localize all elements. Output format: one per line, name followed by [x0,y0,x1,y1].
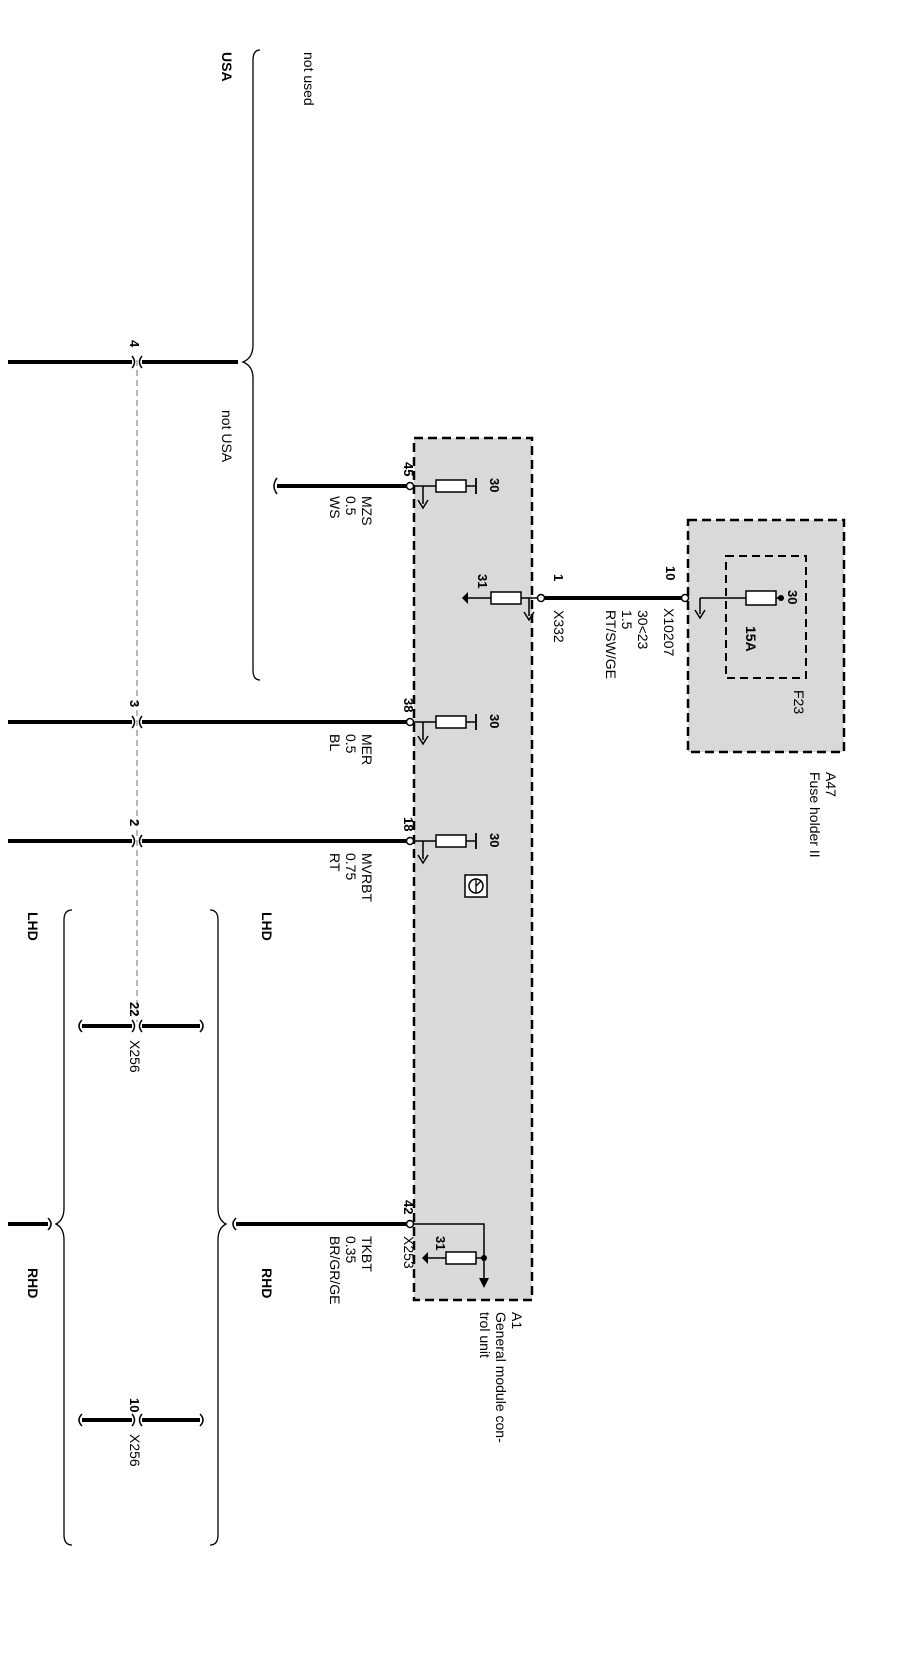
fuse-holder-id: A47 [823,772,839,797]
wire-mvrbt-size: 0.75 [343,853,359,880]
pin-38-label: 38 [401,698,416,712]
pin42-terminal-31: 31 [433,1236,448,1250]
usa-label: USA [219,52,235,82]
pin18-resistor [435,834,467,848]
lhd-rhd-inner-bracket [209,909,228,1546]
control-unit-name-line1: General module con- [493,1312,509,1443]
fuse-pin-10: 10 [663,566,678,580]
pin45-resistor [435,479,467,493]
fuse-id-label: F23 [791,690,807,714]
rhd-label-right: RHD [259,1268,275,1298]
fuse-inner-box [725,555,807,679]
fuse-ground-arrow [694,598,706,620]
pin1-terminal-31: 31 [475,574,490,588]
pin42-resistor [445,1251,477,1265]
not-used-label: not used [301,52,317,106]
fuse-terminal-30: 30 [785,590,800,604]
control-unit-box [412,436,534,1302]
left-pin-22: 22 [127,1002,142,1016]
wire-x332-name: 30<23 [635,610,651,650]
control-unit-id: A1 [509,1312,525,1329]
control-unit-symbol-icon [464,874,488,898]
pin38-resistor [435,715,467,729]
lhd-label-left: LHD [25,912,41,941]
pin-18-label: 18 [401,817,416,831]
wire-x332-color: RT/SW/GE [603,610,619,679]
fuse-symbol [745,590,777,606]
wire-mer-name: MER [359,734,375,765]
wire-mer-color: BL [327,734,343,751]
lhd-rhd-outer-bracket [54,909,73,1546]
pin45-terminal-30: 30 [487,478,502,492]
wire-tkbt-color: BR/GR/GE [327,1236,343,1304]
wire-mvrbt-name: MVRBT [359,853,375,902]
pin1-resistor [490,591,522,605]
wire-mzs-name: MZS [359,496,375,526]
pin38-terminal-30: 30 [487,714,502,728]
wire-tkbt-size: 0.35 [343,1236,359,1263]
pin-42-label: 42 [401,1200,416,1214]
wire-mer-size: 0.5 [343,734,359,754]
connector-x253-label: X253 [401,1236,417,1269]
fuse-connector-label: X10207 [661,608,677,656]
x256-label-lhd: X256 [127,1040,143,1073]
not-usa-label: not USA [219,410,235,463]
wire-mzs-size: 0.5 [343,496,359,516]
x256-label-rhd: X256 [127,1434,143,1467]
fuse-holder-box [686,518,846,754]
left-pin-10: 10 [127,1398,142,1412]
fuse-rating: 15A [743,626,759,652]
fuse-holder-name: Fuse holder II [807,772,823,858]
wire-x332-terminal-ctrl [536,593,546,603]
pin1-ground-arrow [523,598,535,622]
pin18-terminal-30: 30 [487,833,502,847]
wire-x332-terminal-fuse [680,593,690,603]
left-pin-2: 2 [127,819,142,826]
left-pin-3: 3 [127,700,142,707]
wire-mvrbt-color: RT [327,853,343,872]
usa-bracket [241,49,261,681]
wire-tkbt-name: TKBT [359,1236,375,1272]
lhd-label-right: LHD [259,912,275,941]
rhd-label-left: RHD [25,1268,41,1298]
control-unit-name-line2: trol unit [477,1312,493,1358]
left-pin-4: 4 [127,340,142,348]
pin-1-label: 1 [551,574,566,581]
wire-x332-size: 1.5 [619,610,635,630]
wire-mzs-color: WS [327,496,343,519]
connector-x332-label: X332 [551,610,567,643]
pin-45-label: 45 [401,462,416,476]
